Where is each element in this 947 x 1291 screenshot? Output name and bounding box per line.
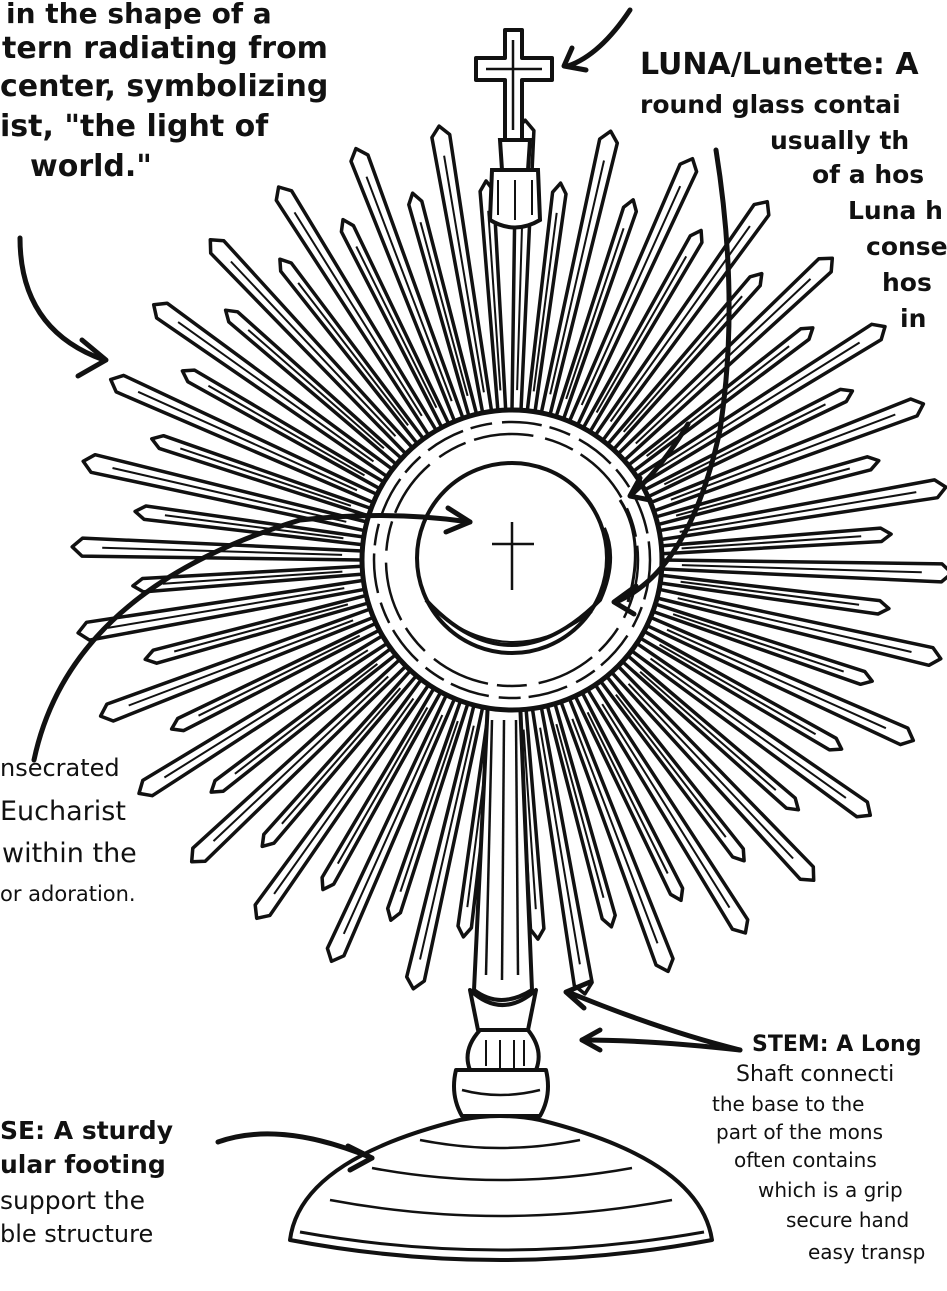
stem-label-line-2: Shaft connecti bbox=[736, 1064, 894, 1086]
base-label-line-3: support the bbox=[0, 1188, 145, 1213]
luna-label-line-3: usually th bbox=[770, 128, 909, 153]
rays-label-line-5: world." bbox=[30, 152, 152, 182]
stem-label-line-7: secure hand bbox=[786, 1210, 909, 1230]
base-label-line-1: SE: A sturdy bbox=[0, 1118, 173, 1143]
base bbox=[290, 1070, 712, 1260]
luna-label-line-8: in bbox=[900, 306, 926, 331]
stem-label-line-4: part of the mons bbox=[716, 1122, 883, 1142]
luna-label-line-2: round glass contai bbox=[640, 92, 901, 117]
host-label-line-4: or adoration. bbox=[0, 884, 136, 905]
luna-label-line-7: hos bbox=[882, 270, 932, 295]
luna-label-line-1: LUNA/Lunette: A bbox=[640, 50, 919, 80]
host-label-line-1: nsecrated bbox=[0, 756, 120, 780]
luna-label-line-6: conse bbox=[866, 234, 947, 259]
rays-label-line-1: in the shape of a bbox=[6, 0, 272, 28]
luna-label-line-4: of a hos bbox=[812, 162, 924, 187]
stem-label-line-8: easy transp bbox=[808, 1242, 925, 1262]
base-label-line-4: ble structure bbox=[0, 1222, 153, 1246]
rays-label-line-3: center, symbolizing bbox=[0, 72, 328, 102]
host-label-line-3: within the bbox=[2, 840, 137, 867]
rays-label-line-4: ist, "the light of bbox=[0, 112, 268, 142]
stem-label-line-5: often contains bbox=[734, 1150, 877, 1170]
ray-groove bbox=[540, 728, 580, 965]
host-label-line-2: Eucharist bbox=[0, 798, 126, 825]
ray-groove bbox=[444, 156, 484, 393]
luna-label-line-5: Luna h bbox=[848, 198, 943, 223]
cross-icon bbox=[476, 30, 552, 140]
stem-label-line-6: which is a grip bbox=[758, 1180, 903, 1200]
ray-groove bbox=[680, 492, 917, 532]
stem-label-line-3: the base to the bbox=[712, 1094, 864, 1114]
rays-label-line-2: tern radiating from bbox=[2, 34, 328, 64]
base-label-line-2: ular footing bbox=[0, 1152, 166, 1177]
stem-label-line-1: STEM: A Long bbox=[752, 1034, 921, 1056]
